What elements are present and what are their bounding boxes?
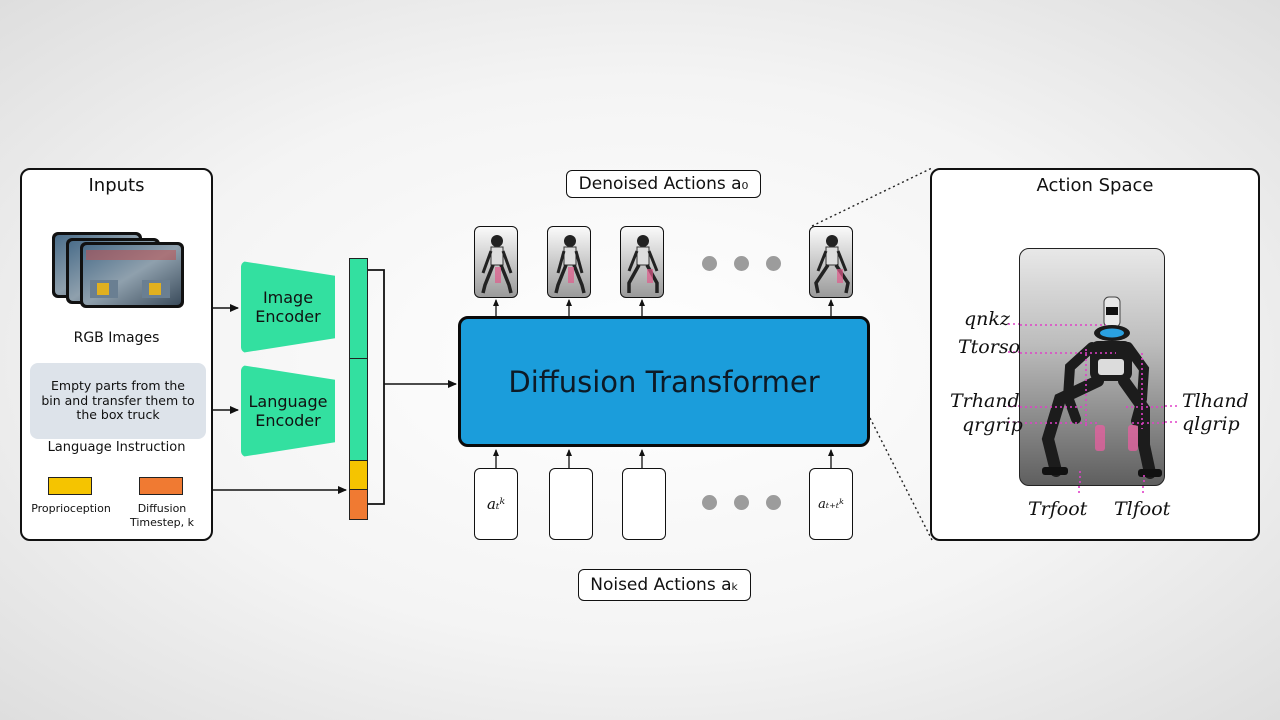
language-instruction-label: Language Instruction — [47, 440, 186, 455]
noised-action-token-first: aₜᵏ — [474, 468, 518, 540]
action-space-title: Action Space — [1036, 175, 1154, 196]
noise-last-label: aₜ₊ₜᵏ — [818, 496, 844, 512]
denoised-actions-label: Denoised Actions a₀ — [566, 170, 761, 198]
label-t-lhand: Tlhand — [1182, 390, 1249, 412]
language-encoder: Language Encoder — [241, 365, 335, 457]
image-encoder: Image Encoder — [241, 261, 335, 353]
diffusion-label-line2: Timestep, k — [129, 515, 195, 529]
ellipsis-dot — [702, 256, 717, 271]
action-space-panel: Action Space — [930, 168, 1260, 541]
label-t-rhand: Trhand — [950, 390, 1020, 412]
noise-first-label: aₜᵏ — [486, 495, 506, 513]
proprioception-label: Proprioception — [31, 502, 111, 515]
diffusion-timestep-token — [349, 489, 368, 520]
inputs-panel: Inputs RGB Images Empty parts from the b… — [20, 168, 213, 541]
diffusion-timestep-label: Diffusion Timestep, k — [124, 502, 200, 530]
denoised-action-thumbnail — [547, 226, 591, 298]
transformer-connectors — [493, 299, 834, 468]
denoised-action-thumbnail — [474, 226, 518, 298]
label-q-rgrip: qrgrip — [962, 414, 1023, 436]
label-q-nkz: qnkz — [964, 308, 1010, 330]
noised-action-token — [549, 468, 593, 540]
label-t-rfoot: Trfoot — [1028, 498, 1088, 520]
noised-action-token-last: aₜ₊ₜᵏ — [809, 468, 853, 540]
rgb-images-stack — [52, 232, 184, 308]
diffusion-timestep-swatch — [139, 477, 183, 495]
label-t-lfoot: Tlfoot — [1114, 498, 1171, 520]
inputs-title: Inputs — [88, 175, 145, 196]
diffusion-transformer-block: Diffusion Transformer — [458, 316, 870, 447]
annotation-tails — [1008, 323, 1180, 496]
ellipsis-dot — [766, 256, 781, 271]
rgb-images-label: RGB Images — [73, 330, 160, 346]
denoised-action-thumbnail — [620, 226, 664, 298]
noised-action-token — [622, 468, 666, 540]
ellipsis-dot — [734, 256, 749, 271]
denoised-action-thumbnail — [809, 226, 853, 298]
ellipsis-dot — [702, 495, 717, 510]
label-q-lgrip: qlgrip — [1182, 413, 1240, 435]
language-instruction-box: Empty parts from the bin and transfer th… — [30, 363, 206, 439]
ellipsis-dot — [766, 495, 781, 510]
proprioception-swatch — [48, 477, 92, 495]
noised-actions-label: Noised Actions aₖ — [578, 569, 751, 601]
humanoid-robot-image — [1019, 248, 1165, 486]
ellipsis-dot — [734, 495, 749, 510]
label-t-torso: Ttorso — [958, 336, 1021, 358]
diffusion-label-line1: Diffusion — [137, 502, 187, 515]
left-connectors — [213, 269, 457, 505]
